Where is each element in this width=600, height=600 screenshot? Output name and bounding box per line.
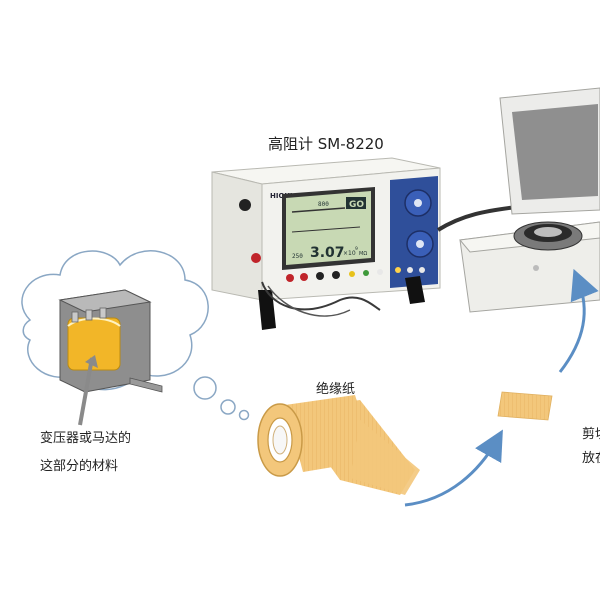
flow-arrow-2 (558, 268, 599, 373)
cut-label-line2: 放在 (582, 451, 600, 466)
transformer-label-line1: 变压器或马达的 (40, 431, 132, 446)
transformer-icon (58, 289, 163, 393)
flow-arrow-1 (404, 429, 503, 507)
transformer-label-line2: 这部分的材料 (40, 459, 119, 474)
lcd-top: 800 (318, 201, 329, 208)
lcd-bottom-left: 250 (292, 253, 303, 260)
paper-roll (257, 395, 420, 495)
lcd-value: 3.07 (310, 245, 345, 261)
cut-label-line1: 剪切 (582, 427, 600, 442)
paper-label: 绝缘纸 (316, 382, 356, 397)
lcd-exp: ×10 (343, 250, 356, 257)
paper-sample (497, 391, 553, 421)
lcd-unit: MΩ (359, 251, 367, 257)
brand-label: HIOKI (270, 192, 292, 200)
meter-title: 高阻计 SM-8220 (268, 135, 384, 153)
pointer-arrow (78, 355, 98, 426)
resistance-meter: HIOKI GO 800 250 3.07 ×10 9 MΩ (211, 157, 441, 330)
lcd-power: 9 (355, 246, 358, 252)
lcd-go: GO (349, 200, 364, 210)
test-fixture (459, 87, 600, 313)
